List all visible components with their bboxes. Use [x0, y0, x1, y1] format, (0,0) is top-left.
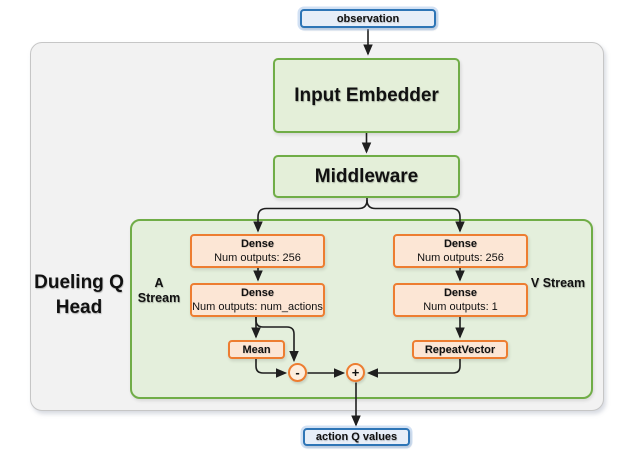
dense-v2-text: Dense Num outputs: 1: [423, 286, 498, 314]
mean-node: Mean: [228, 340, 285, 359]
dense-a2-text: Dense Num outputs: num_actions: [192, 286, 323, 314]
dense-v1-title: Dense: [443, 238, 478, 250]
plus-operator-node: +: [346, 363, 365, 382]
dueling-q-head-label: Dueling Q Head: [34, 272, 124, 318]
dense-a1-detail: Num outputs: 256: [214, 252, 301, 264]
dense-v1-text: Dense Num outputs: 256: [417, 237, 504, 265]
dense-v2-node: Dense Num outputs: 1: [393, 283, 528, 317]
a-stream-label: A Stream: [137, 276, 181, 305]
middleware-node: Middleware: [273, 155, 460, 198]
minus-operator-node: -: [288, 363, 307, 382]
dense-v2-detail: Num outputs: 1: [423, 301, 498, 313]
dense-a1-title: Dense: [240, 238, 275, 250]
dense-v1-node: Dense Num outputs: 256: [393, 234, 528, 268]
observation-node: observation: [300, 9, 436, 28]
v-stream-label: V Stream: [530, 276, 586, 290]
repeat-vector-node: RepeatVector: [412, 340, 508, 359]
dense-a1-text: Dense Num outputs: 256: [214, 237, 301, 265]
action-q-values-node: action Q values: [303, 428, 410, 446]
dense-a2-detail: Num outputs: num_actions: [192, 301, 323, 313]
dense-a1-node: Dense Num outputs: 256: [190, 234, 325, 268]
dense-v2-title: Dense: [443, 287, 478, 299]
input-embedder-node: Input Embedder: [273, 58, 460, 133]
dense-a2-node: Dense Num outputs: num_actions: [190, 283, 325, 317]
dense-v1-detail: Num outputs: 256: [417, 252, 504, 264]
dense-a2-title: Dense: [240, 287, 274, 299]
